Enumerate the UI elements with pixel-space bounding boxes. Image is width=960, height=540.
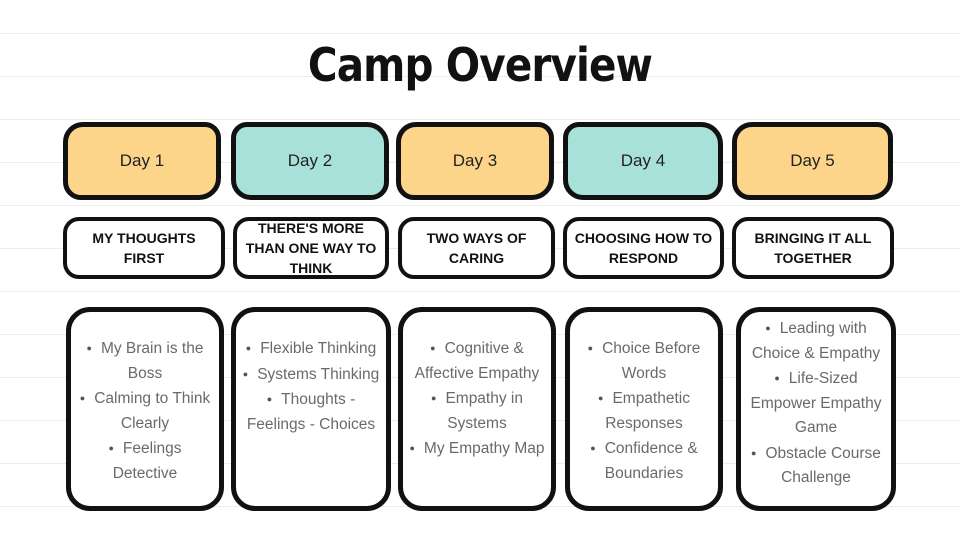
day-4-label: Day 4 [620,151,666,170]
day-1-theme: MY THOUGHTS FIRST [63,217,225,279]
day-5-header: Day 5 [732,122,893,200]
list-item: Thoughts - Feelings - Choices [242,387,380,437]
list-item: Choice Before Words [576,336,712,386]
list-item: Systems Thinking [242,362,380,388]
day-5-theme-text: BRINGING IT ALL TOGETHER [754,230,872,266]
day-2-activities: Flexible Thinking Systems Thinking Thoug… [231,307,391,511]
list-item: My Brain is the Boss [77,336,213,386]
day-2-theme: THERE'S MORE THAN ONE WAY TO THINK [233,217,389,279]
list-item: Flexible Thinking [242,336,380,362]
list-item: Calming to Think Clearly [77,386,213,436]
day-5-theme: BRINGING IT ALL TOGETHER [732,217,894,279]
day-1-header: Day 1 [63,122,221,200]
list-item: My Empathy Map [409,436,545,462]
day-4-theme: CHOOSING HOW TO RESPOND [563,217,724,279]
list-item: Cognitive & Affective Empathy [409,336,545,386]
day-1-theme-text: MY THOUGHTS FIRST [92,230,196,266]
list-item: Empathetic Responses [576,386,712,436]
day-2-header: Day 2 [231,122,389,200]
list-item: Confidence & Boundaries [576,436,712,486]
day-1-activities: My Brain is the Boss Calming to Think Cl… [66,307,224,511]
list-item: Life-Sized Empower Empathy Game [747,366,885,441]
list-item: Feelings Detective [77,436,213,486]
day-3-activities: Cognitive & Affective Empathy Empathy in… [398,307,556,511]
day-4-activities: Choice Before Words Empathetic Responses… [565,307,723,511]
day-4-theme-text: CHOOSING HOW TO RESPOND [574,230,713,266]
day-1-label: Day 1 [119,151,165,170]
list-item: Leading with Choice & Empathy [747,316,885,366]
day-2-theme-text: THERE'S MORE THAN ONE WAY TO THINK [245,220,377,276]
list-item: Empathy in Systems [409,386,545,436]
day-3-header: Day 3 [396,122,554,200]
day-3-theme: TWO WAYS OF CARING [398,217,555,279]
day-5-activities: Leading with Choice & Empathy Life-Sized… [736,307,896,511]
day-4-header: Day 4 [563,122,723,200]
day-2-label: Day 2 [287,151,333,170]
page-title: Camp Overview [307,38,653,92]
day-3-label: Day 3 [452,151,498,170]
day-3-theme-text: TWO WAYS OF CARING [426,230,527,266]
list-item: Obstacle Course Challenge [747,441,885,491]
day-5-label: Day 5 [790,151,835,170]
